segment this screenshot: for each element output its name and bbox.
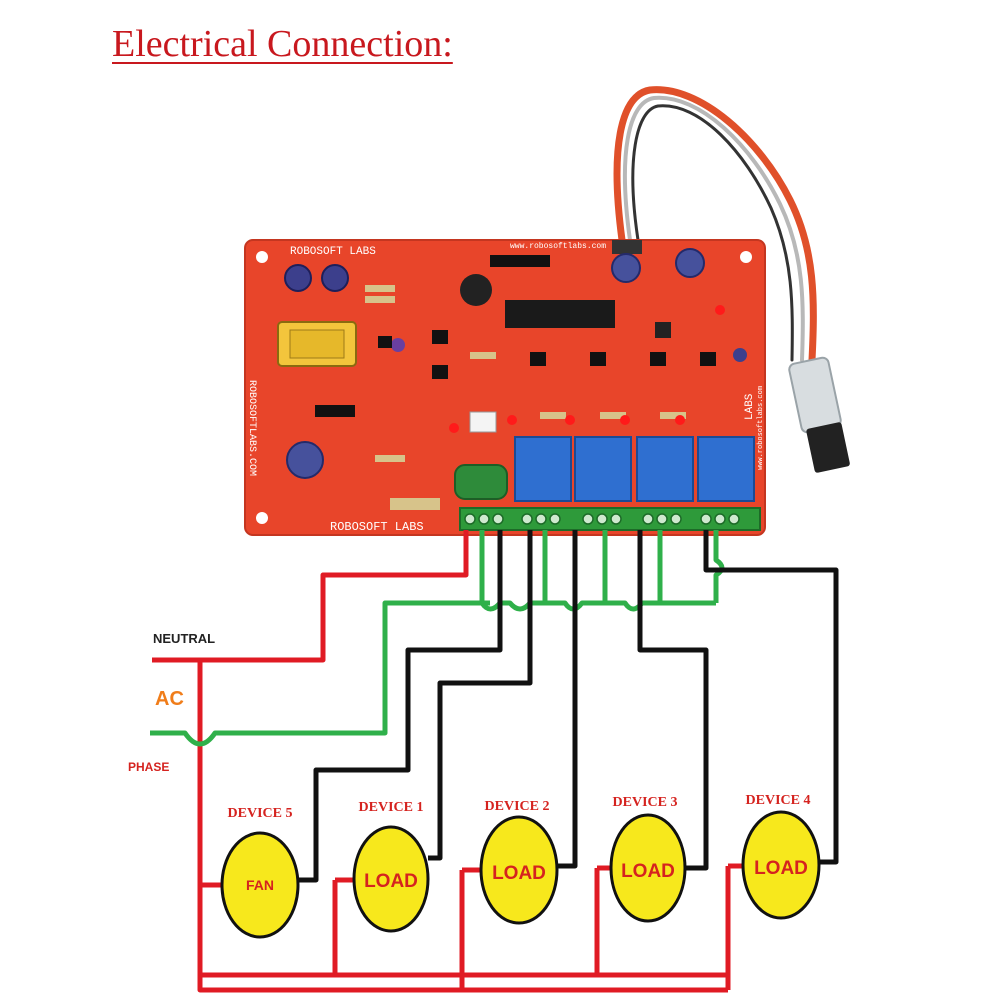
device-4-load-text: LOAD [754, 858, 808, 879]
device-5: DEVICE 5 FAN [220, 806, 300, 939]
device-1-load-text: LOAD [364, 871, 418, 892]
device-3: DEVICE 3 LOAD [609, 795, 687, 923]
cable-connector [788, 356, 850, 473]
board-brand-top: ROBOSOFT LABS [290, 246, 376, 258]
load-3-symbol [609, 813, 687, 923]
device-4: DEVICE 4 LOAD [741, 793, 821, 920]
phase-wires [150, 530, 725, 747]
neutral-label: NEUTRAL [153, 631, 215, 646]
board-side-right-url: www.robosoftlabs.com [757, 386, 765, 470]
board-side-right: LABS [744, 393, 756, 420]
device-2: DEVICE 2 LOAD [479, 799, 559, 925]
device-5-load-text: FAN [246, 877, 274, 893]
load-4-symbol [741, 810, 821, 920]
neutral-wires [152, 530, 745, 993]
page-title: Electrical Connection: [112, 23, 453, 65]
load-wires [296, 530, 839, 883]
device-3-label: DEVICE 3 [613, 795, 678, 810]
fan-load-symbol [220, 831, 300, 939]
device-2-label: DEVICE 2 [485, 799, 550, 814]
device-1: DEVICE 1 LOAD [352, 800, 430, 933]
load-1-symbol [352, 825, 430, 933]
board-brand-bottom: ROBOSOFT LABS [330, 520, 424, 534]
ac-label: AC [155, 688, 184, 710]
device-5-label: DEVICE 5 [228, 806, 293, 821]
device-3-load-text: LOAD [621, 861, 675, 882]
board-website: www.robosoftlabs.com [510, 242, 606, 251]
device-2-load-text: LOAD [492, 863, 546, 884]
device-1-label: DEVICE 1 [359, 800, 424, 815]
phase-label: PHASE [128, 760, 169, 774]
load-2-symbol [479, 815, 559, 925]
device-4-label: DEVICE 4 [746, 793, 811, 808]
board-side-left: ROBOSOFTLABS.COM [246, 380, 257, 476]
relay-control-board: ROBOSOFT LABS www.robosoftlabs.com ROBOS… [244, 239, 766, 536]
ribbon-cable [613, 86, 817, 364]
